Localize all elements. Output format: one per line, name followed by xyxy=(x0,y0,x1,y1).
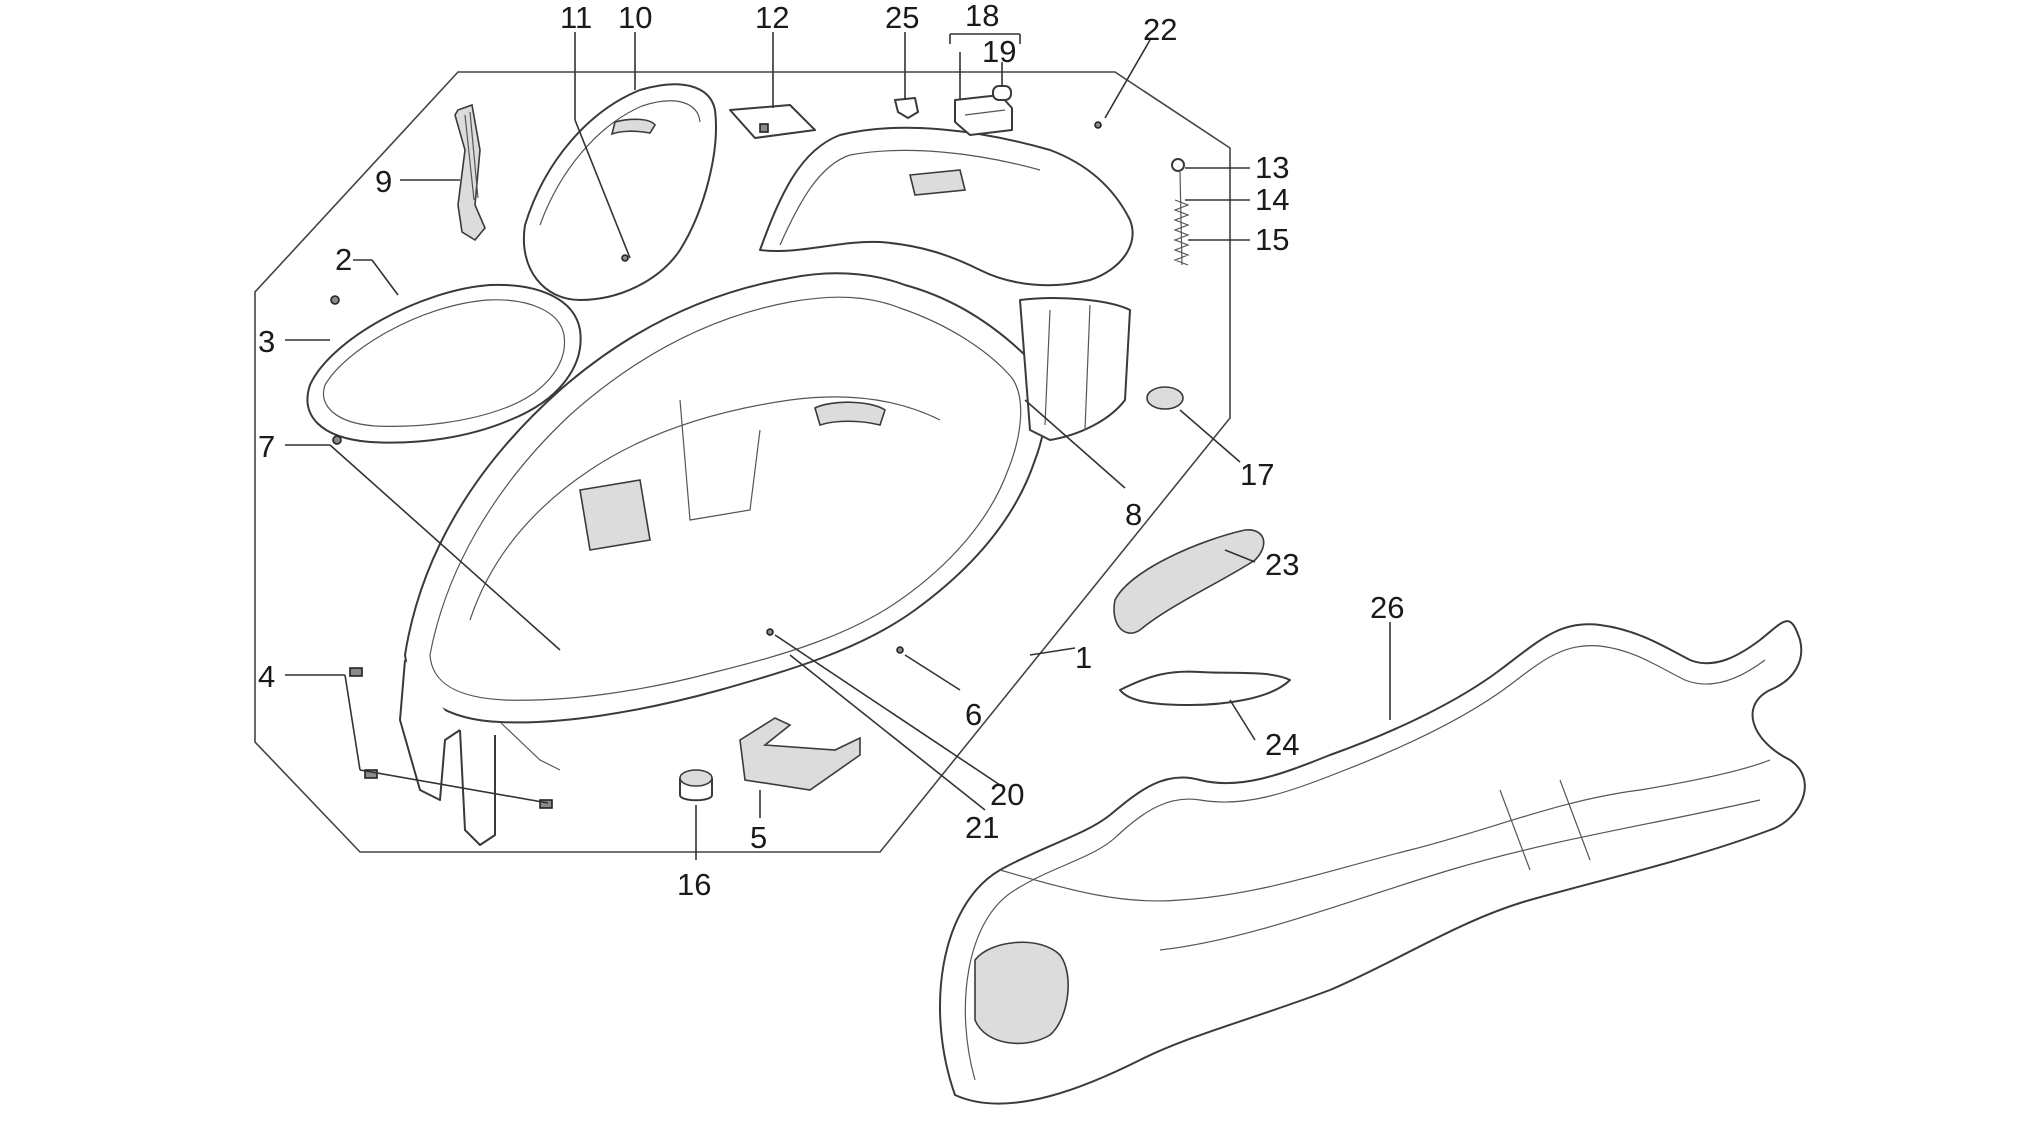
callout-17: 17 xyxy=(1240,457,1274,492)
part-10-lid xyxy=(522,83,717,301)
callout-19: 19 xyxy=(982,34,1016,69)
part-25-clip xyxy=(894,97,919,119)
part-2-liner xyxy=(306,283,582,444)
part-26-floor-mat xyxy=(939,620,1806,1105)
callout-21: 21 xyxy=(965,810,999,845)
callout-7: 7 xyxy=(258,429,275,464)
callout-25: 25 xyxy=(885,0,919,35)
callout-3: 3 xyxy=(258,324,275,359)
callout-23: 23 xyxy=(1265,547,1299,582)
callout-20: 20 xyxy=(990,777,1024,812)
callout-12: 12 xyxy=(755,0,789,35)
part-1-helmet-compartment xyxy=(399,126,1134,846)
callout-10: 10 xyxy=(618,0,652,35)
assembly-group-frame xyxy=(254,71,1231,853)
leader-lines xyxy=(285,32,1391,860)
callout-13: 13 xyxy=(1255,150,1289,185)
part-9-strap xyxy=(454,103,486,242)
callout-15: 15 xyxy=(1255,222,1289,257)
callout-2: 2 xyxy=(335,242,352,277)
part-12-plate xyxy=(729,104,816,139)
part-16-plug xyxy=(679,769,713,802)
part-24-sheet xyxy=(1119,670,1291,706)
callout-16: 16 xyxy=(677,867,711,902)
callout-24: 24 xyxy=(1265,727,1299,762)
callout-11: 11 xyxy=(560,0,592,35)
part-19-bulb xyxy=(992,85,1012,101)
callout-4: 4 xyxy=(258,659,275,694)
part-13-15-bolt-spring xyxy=(1171,158,1190,266)
callout-8: 8 xyxy=(1125,497,1142,532)
callout-labels: 11 10 12 25 18 19 22 13 14 15 9 2 3 7 17… xyxy=(258,0,1404,902)
callout-18: 18 xyxy=(965,0,999,33)
callout-26: 26 xyxy=(1370,590,1404,625)
callout-14: 14 xyxy=(1255,182,1289,217)
part-23-cover xyxy=(1113,529,1265,634)
fasteners xyxy=(330,121,1102,809)
callout-5: 5 xyxy=(750,820,767,855)
callout-22: 22 xyxy=(1143,12,1177,47)
part-17-grommet xyxy=(1146,386,1184,410)
callout-9: 9 xyxy=(375,164,392,199)
callout-6: 6 xyxy=(965,697,982,732)
part-18-lamp-housing xyxy=(954,85,1013,136)
callout-1: 1 xyxy=(1075,640,1092,675)
part-5-pad xyxy=(739,717,861,791)
